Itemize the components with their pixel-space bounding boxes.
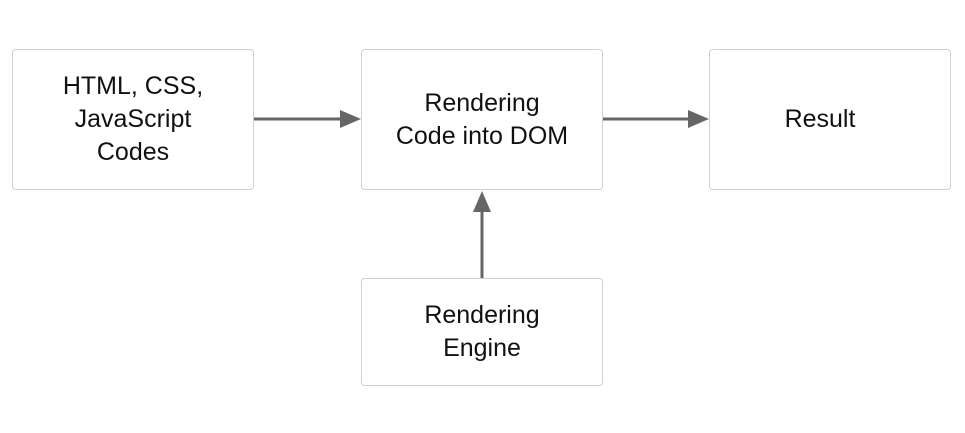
node-input-code-label: HTML, CSS, JavaScript Codes — [62, 72, 204, 166]
node-input-code: HTML, CSS, JavaScript Codes — [12, 49, 254, 190]
node-result: Result — [709, 49, 951, 190]
node-rendering-engine-label: Rendering Engine — [424, 301, 540, 362]
node-rendering-code: Rendering Code into DOM — [361, 49, 603, 190]
edge-engine-to-render — [473, 191, 491, 278]
node-rendering-engine: Rendering Engine — [361, 278, 603, 386]
edge-input-to-render — [254, 110, 361, 128]
edge-render-to-result — [603, 110, 709, 128]
node-rendering-code-label: Rendering Code into DOM — [395, 88, 569, 150]
node-result-label: Result — [784, 105, 856, 133]
